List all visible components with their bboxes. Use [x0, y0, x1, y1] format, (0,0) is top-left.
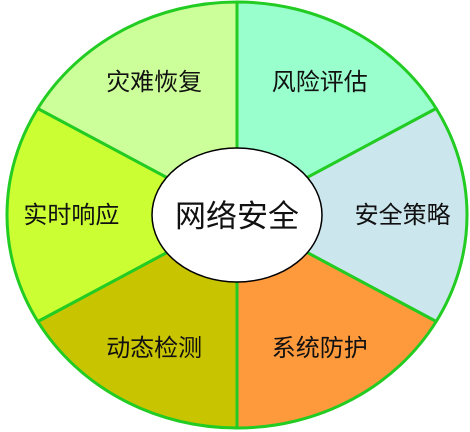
segment-label-dynamic-detection: 动态检测 [106, 334, 202, 362]
segment-label-disaster-recovery: 灾难恢复 [106, 68, 202, 96]
segment-labels: 风险评估 安全策略 系统防护 动态检测 实时响应 灾难恢复 [23, 68, 450, 362]
segment-label-system-protection: 系统防护 [272, 334, 368, 362]
segment-realtime-response [5, 107, 239, 323]
segment-security-policy [235, 107, 469, 323]
center-label: 网络安全 [175, 199, 299, 235]
segment-label-security-policy: 安全策略 [355, 201, 451, 229]
segment-label-risk-assessment: 风险评估 [272, 68, 368, 96]
center-hub [151, 147, 323, 283]
segment-label-realtime-response: 实时响应 [23, 201, 119, 229]
